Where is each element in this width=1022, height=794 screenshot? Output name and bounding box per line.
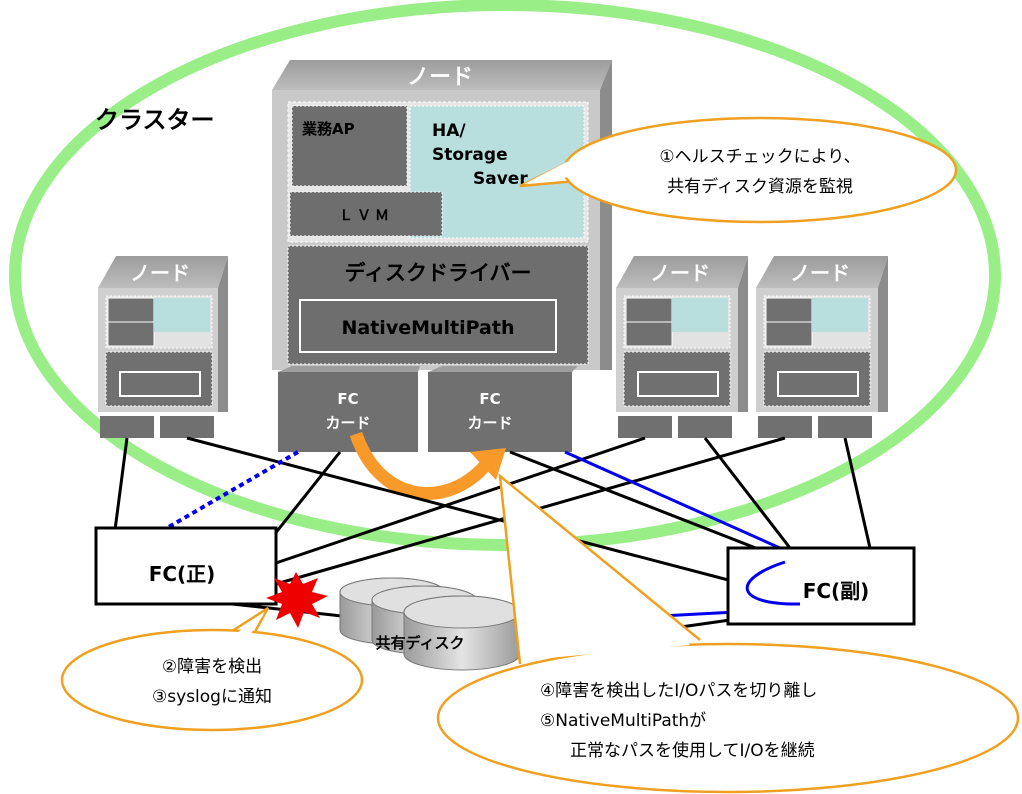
side-node-left: ノード — [98, 256, 228, 438]
fc-card-2: FC カード — [428, 366, 578, 452]
callout-health-check: ①ヘルスチェックにより、 共有ディスク資源を監視 — [519, 116, 958, 224]
callout-cut-line1: ④障害を検出したI/Oパスを切り離し — [540, 681, 817, 701]
failover-arrowhead — [470, 448, 506, 480]
cluster-ring — [9, 0, 1001, 551]
fault-burst-icon — [266, 572, 328, 628]
fc-card-1-line1: FC — [337, 390, 358, 408]
disk-driver-label: ディスクドライバー — [344, 261, 531, 285]
fc-secondary-switch: FC(副) — [726, 546, 916, 626]
fc-primary-label: FC(正) — [149, 562, 216, 586]
callout-health-line2: 共有ディスク資源を監視 — [667, 176, 853, 197]
fc-card-2-line2: カード — [467, 414, 512, 432]
ha-label-3: Saver — [473, 169, 528, 189]
shared-disk: 共有ディスク — [339, 577, 521, 671]
callout-fault-line1: ②障害を検出 — [162, 657, 262, 677]
fc-primary-switch: FC(正) — [94, 526, 278, 606]
business-ap-box — [291, 105, 408, 187]
fc-card-2-line1: FC — [479, 390, 500, 408]
callout-fault-line2: ③syslogに通知 — [152, 687, 272, 707]
main-node-title: ノード — [407, 65, 473, 90]
callout-fault-detect: ②障害を検出 ③syslogに通知 — [60, 606, 364, 732]
ha-label-2: Storage — [432, 145, 508, 165]
failover-arrow — [349, 431, 494, 500]
side-node-right-2-title: ノード — [790, 261, 850, 285]
side-node-right-2: ノード — [756, 256, 888, 438]
fc-secondary-label: FC(副) — [803, 579, 870, 603]
shared-disk-label: 共有ディスク — [376, 634, 465, 652]
side-node-right-1: ノード — [616, 256, 748, 438]
side-node-left-title: ノード — [130, 261, 190, 285]
callout-path-switch: ④障害を検出したI/Oパスを切り離し ⑤NativeMultiPathが 正常な… — [436, 473, 1020, 794]
main-node: ノード 業務AP HA/ Storage Saver ＬＶＭ ディスクドライバー… — [272, 60, 612, 370]
business-ap-label: 業務AP — [301, 120, 355, 138]
multipath-box — [299, 299, 557, 353]
callout-cut-line2: ⑤NativeMultiPathが — [540, 711, 706, 731]
lvm-label: ＬＶＭ — [339, 208, 393, 224]
callout-cut-line3: 正常なパスを使用してI/Oを継続 — [570, 740, 815, 761]
multipath-label: NativeMultiPath — [342, 317, 515, 339]
ha-label-1: HA/ — [432, 121, 466, 141]
fc-card-1-line2: カード — [325, 414, 370, 432]
fc-card-1: FC カード — [278, 366, 420, 452]
callout-health-line1: ①ヘルスチェックにより、 — [659, 147, 860, 167]
side-node-right-1-title: ノード — [650, 261, 710, 285]
lvm-box — [289, 191, 443, 237]
cluster-label: クラスター — [95, 106, 215, 134]
